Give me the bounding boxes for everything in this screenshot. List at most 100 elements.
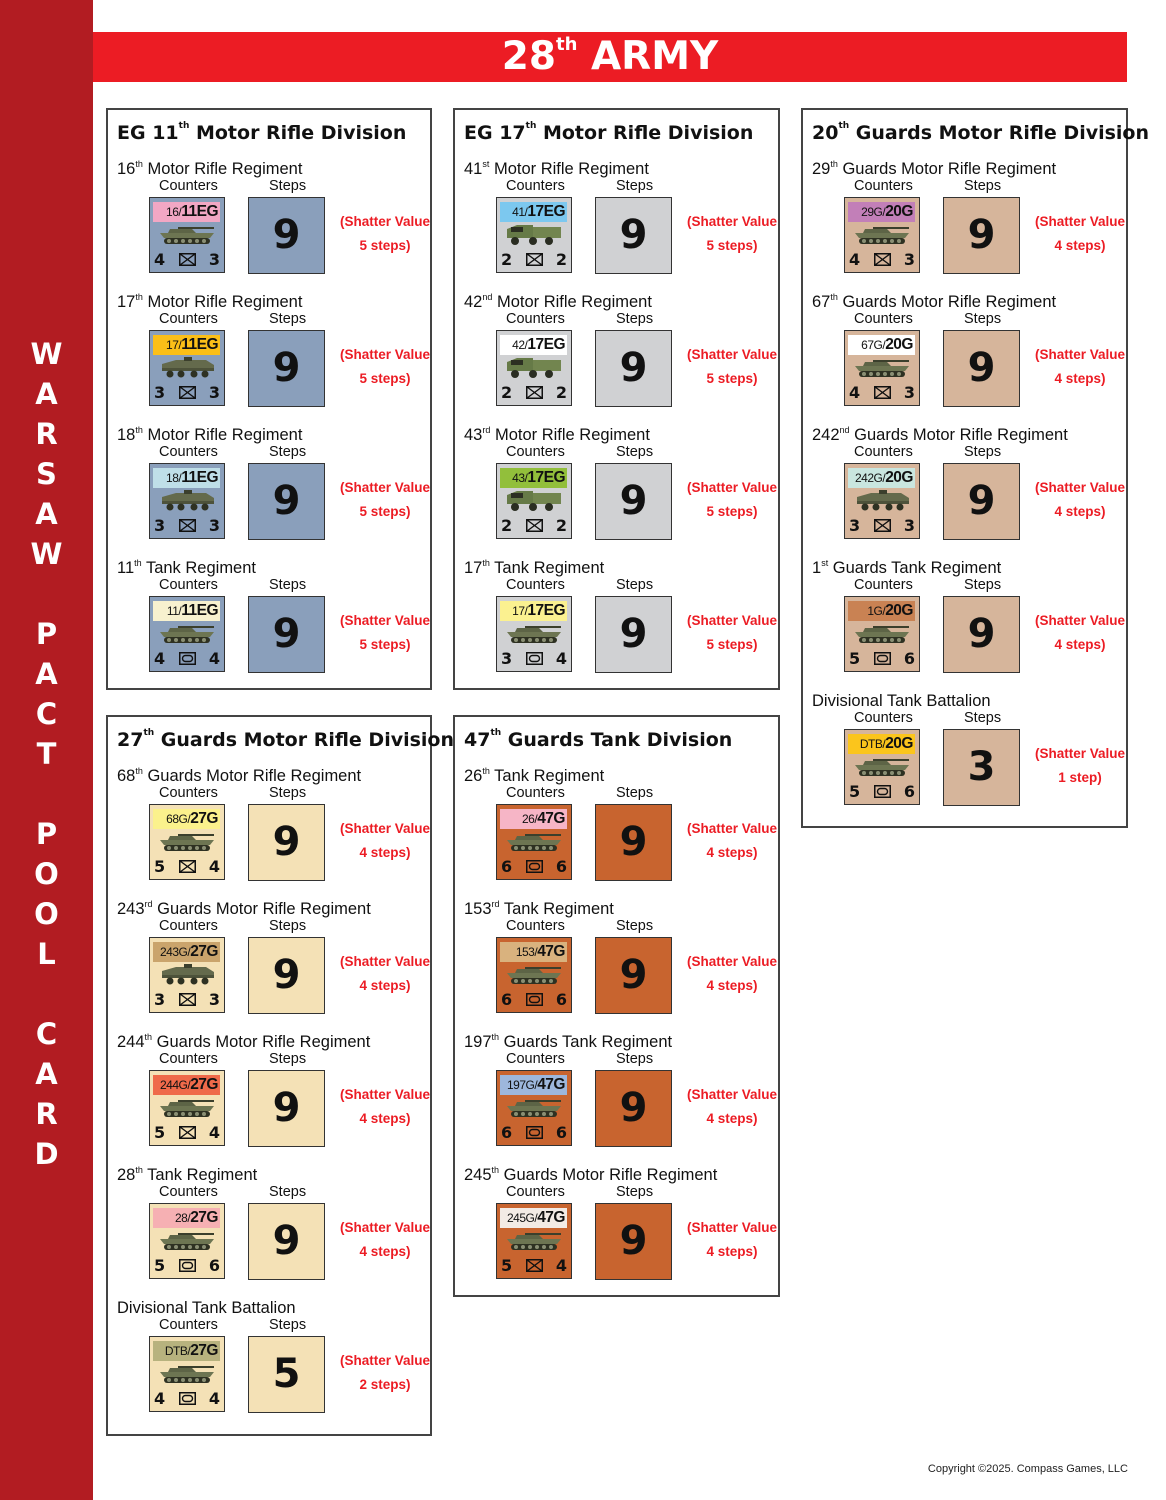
counter-defense: 3	[208, 515, 220, 535]
regiment-ordinal-suffix: th	[144, 1032, 153, 1042]
counter-tag-main: 27G	[190, 943, 218, 960]
side-title-letter: R	[35, 417, 58, 451]
counter-defense: 3	[208, 989, 220, 1009]
regiment-ordinal: 243	[117, 900, 145, 918]
steps-box: 9	[595, 1070, 672, 1147]
regiment-name: 43rd Motor Rifle Regiment	[464, 425, 650, 445]
regiment-ordinal: 11	[117, 559, 135, 577]
regiment-title: Motor Rifle Regiment	[142, 426, 303, 444]
regiment-ordinal-suffix: th	[830, 159, 838, 169]
shatter-prefix: (Shatter Value	[686, 613, 778, 628]
armor-symbol-icon	[178, 651, 196, 665]
regiment-ordinal-suffix: nd	[482, 292, 493, 302]
counter-tag: 242G/20G	[848, 468, 915, 488]
steps-box: 9	[595, 596, 672, 673]
steps-box: 9	[943, 596, 1020, 673]
counter-defense: 4	[208, 1388, 220, 1408]
regiment-title: Divisional Tank Battalion	[117, 1299, 296, 1317]
copyright-notice: Copyright ©2025. Compass Games, LLC	[927, 1463, 1128, 1475]
counter-tag-sub: 245G/	[506, 1211, 538, 1225]
counter-defense: 4	[208, 856, 220, 876]
counter-tag: 67G/20G	[848, 335, 915, 355]
infantry-symbol-icon	[525, 1258, 543, 1272]
shatter-prefix: (Shatter Value	[339, 613, 431, 628]
counter-defense: 3	[903, 249, 915, 269]
regiment-title: Motor Rifle Regiment	[492, 293, 652, 311]
counter-tag-main: 20G	[885, 602, 913, 619]
counter-tag-main: 27G	[190, 1209, 218, 1226]
counter-tag-main: 17EG	[527, 602, 565, 619]
counters-label: Counters	[159, 311, 218, 327]
steps-label: Steps	[616, 785, 654, 801]
regiment-ordinal: 43	[464, 426, 483, 444]
shatter-prefix: (Shatter Value	[1034, 347, 1126, 362]
counter-attack: 2	[501, 515, 513, 535]
counter-tag-main: 11EG	[181, 602, 218, 619]
counter-tag-sub: 197G/	[506, 1078, 538, 1092]
side-title-letter: W	[30, 337, 63, 371]
steps-box: 9	[248, 1070, 325, 1147]
counter-tag-sub: 243G/	[159, 945, 191, 959]
regiment-title: Guards Motor Rifle Regiment	[499, 1166, 718, 1184]
armor-symbol-icon	[525, 651, 543, 665]
steps-label: Steps	[616, 577, 654, 593]
infantry-symbol-icon	[873, 518, 891, 532]
shatter-prefix: (Shatter Value	[686, 1220, 778, 1235]
apc-icon	[162, 964, 214, 985]
counter-attack: 3	[849, 515, 861, 535]
steps-label: Steps	[269, 1051, 307, 1067]
counter-attack: 3	[501, 648, 513, 668]
counter-tag-sub: 26/	[522, 812, 538, 826]
tank-icon	[855, 227, 909, 244]
counter-tag: 29G/20G	[848, 202, 915, 222]
shatter-steps: 5 steps)	[359, 637, 411, 652]
division-title-text: Motor Rifle Division	[536, 122, 754, 144]
side-title-letter: A	[35, 377, 58, 411]
tank-icon	[160, 834, 214, 851]
counter-attack: 5	[849, 648, 861, 668]
regiment-title: Tank Regiment	[489, 767, 605, 785]
armor-symbol-icon	[525, 1125, 543, 1139]
counter-attack: 4	[849, 249, 861, 269]
regiment-ordinal-suffix: rd	[482, 425, 491, 435]
shatter-prefix: (Shatter Value	[339, 1087, 431, 1102]
shatter-prefix: (Shatter Value	[1034, 746, 1126, 761]
shatter-prefix: (Shatter Value	[339, 214, 431, 229]
side-title-letter: O	[34, 897, 59, 931]
counters-label: Counters	[506, 311, 565, 327]
counters-label: Counters	[159, 785, 218, 801]
regiment-name: 1st Guards Tank Regiment	[812, 558, 1001, 578]
counter-tag: 1G/20G	[848, 601, 915, 621]
steps-label: Steps	[616, 1051, 654, 1067]
side-title-letter: R	[35, 1097, 58, 1131]
regiment-name: 18th Motor Rifle Regiment	[117, 425, 303, 445]
tank-icon	[507, 1233, 561, 1250]
regiment-name: 42nd Motor Rifle Regiment	[464, 292, 652, 312]
apc-icon	[162, 490, 214, 511]
regiment-ordinal: 29	[812, 160, 831, 178]
counter-attack: 3	[154, 382, 166, 402]
side-title-letter: C	[35, 697, 58, 731]
infantry-symbol-icon	[525, 252, 543, 266]
regiment-ordinal: 18	[117, 426, 136, 444]
division-title-text: Guards Tank Division	[501, 729, 733, 751]
regiment-ordinal-suffix: th	[134, 558, 142, 568]
regiment-ordinal-suffix: th	[135, 1165, 143, 1175]
